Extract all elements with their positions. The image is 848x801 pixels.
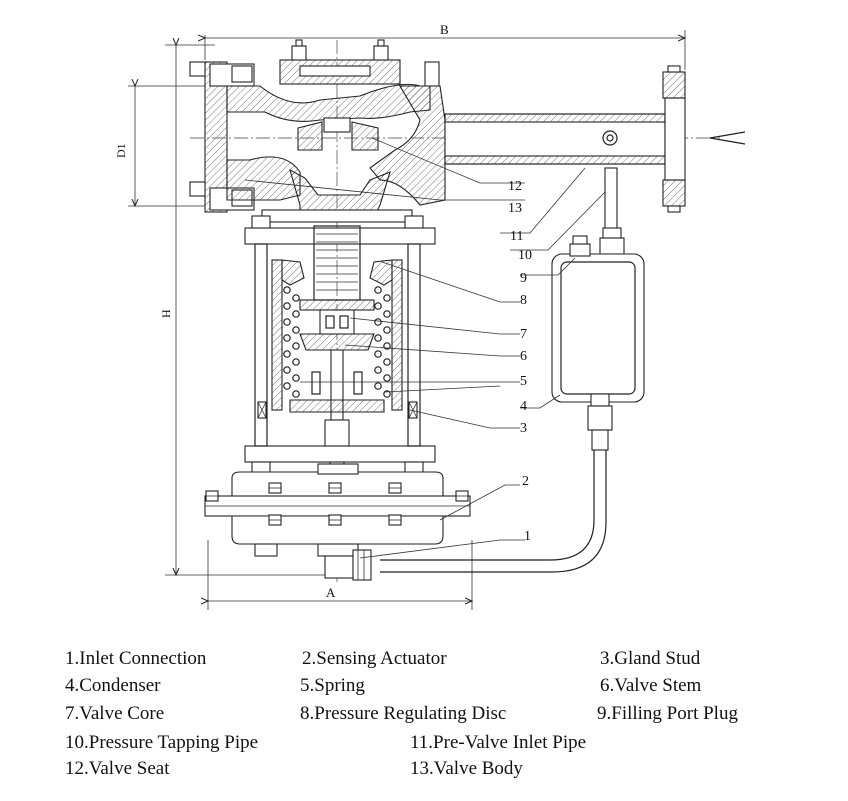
callout-9: 9 <box>520 271 527 286</box>
spring-coil-section <box>292 390 300 398</box>
actuator-bolt <box>455 490 469 502</box>
spring-coils <box>283 286 391 398</box>
actuator-bolt <box>328 514 342 526</box>
spring-coil-section <box>283 334 291 342</box>
spring-housing <box>244 215 436 475</box>
actuator-bolt <box>388 482 402 494</box>
pressure-tapping-pipe <box>599 167 625 255</box>
pre-valve-inlet-pipe <box>444 65 746 213</box>
spring-coil-section <box>374 334 382 342</box>
spring-coil-section <box>383 358 391 366</box>
valve-body <box>189 39 446 223</box>
legend-item-11: 11.Pre-Valve Inlet Pipe <box>410 732 587 753</box>
spring-coil-section <box>374 286 382 294</box>
dimension-a: A <box>208 540 472 610</box>
actuator-bolt <box>205 490 219 502</box>
sensing-line <box>380 450 595 561</box>
dimension-a-label: A <box>326 585 336 600</box>
leader-lines <box>244 137 606 559</box>
dimension-b: B <box>205 22 685 70</box>
dimension-d1-label: D1 <box>114 143 128 158</box>
callout-4: 4 <box>520 399 527 414</box>
legend-item-6: 6.Valve Stem <box>600 675 702 696</box>
legend-item-13: 13.Valve Body <box>410 758 523 779</box>
legend-item-7: 7.Valve Core <box>65 703 165 724</box>
callout-1: 1 <box>524 529 531 544</box>
dimension-d1: D1 <box>114 86 205 206</box>
dimension-b-label: B <box>440 22 449 37</box>
spring-coil-section <box>374 366 382 374</box>
dimension-h-label: H <box>159 309 173 318</box>
spring-coil-section <box>283 302 291 310</box>
bellows-folds <box>316 233 358 291</box>
spring-coil-section <box>383 390 391 398</box>
spring-coil-section <box>283 286 291 294</box>
legend-item-2: 2.Sensing Actuator <box>302 648 447 669</box>
callout-10: 10 <box>518 248 532 263</box>
callouts: 12 13 11 10 9 8 7 6 5 4 3 2 1 <box>508 179 532 544</box>
condenser <box>551 235 645 451</box>
spring-coil-section <box>292 374 300 382</box>
spring-coil-section <box>374 350 382 358</box>
callout-5: 5 <box>520 374 527 389</box>
spring-coil-section <box>383 342 391 350</box>
legend-item-5: 5.Spring <box>300 675 365 696</box>
spring-coil-section <box>383 310 391 318</box>
callout-2: 2 <box>522 474 529 489</box>
spring-coil-section <box>292 358 300 366</box>
callout-7: 7 <box>520 327 527 342</box>
actuator-bolt <box>328 482 342 494</box>
legend-item-4: 4.Condenser <box>65 675 161 696</box>
callout-13: 13 <box>508 201 522 216</box>
spring-coil-section <box>283 350 291 358</box>
sensing-actuator <box>204 463 471 557</box>
callout-3: 3 <box>520 421 527 436</box>
callout-12: 12 <box>508 179 522 194</box>
valve-cross-section-drawing: B D1 H A <box>114 22 746 610</box>
callout-6: 6 <box>520 349 527 364</box>
legend-item-8: 8.Pressure Regulating Disc <box>300 703 507 724</box>
dimension-h: H <box>159 45 330 575</box>
spring-coil-section <box>383 374 391 382</box>
spring-coil-section <box>292 294 300 302</box>
spring-coil-section <box>283 318 291 326</box>
spring-coil-section <box>374 302 382 310</box>
spring-coil-section <box>374 318 382 326</box>
spring-coil-section <box>292 310 300 318</box>
spring-coil-section <box>292 342 300 350</box>
legend-item-9: 9.Filling Port Plug <box>597 703 738 724</box>
spring-coil-section <box>383 294 391 302</box>
spring-coil-section <box>283 382 291 390</box>
legend-item-12: 12.Valve Seat <box>65 758 170 779</box>
spring-coil-section <box>283 366 291 374</box>
actuator-bolt <box>268 482 282 494</box>
legend-item-3: 3.Gland Stud <box>600 648 701 669</box>
spring-coil-section <box>374 382 382 390</box>
spring-coil-section <box>292 326 300 334</box>
actuator-bolt <box>388 514 402 526</box>
parts-legend: 1.Inlet Connection 2.Sensing Actuator 3.… <box>0 640 848 790</box>
callout-11: 11 <box>510 229 523 244</box>
actuator-bolt <box>268 514 282 526</box>
spring-coil-section <box>383 326 391 334</box>
legend-item-1: 1.Inlet Connection <box>65 648 207 669</box>
callout-8: 8 <box>520 293 527 308</box>
actuator-bolts <box>205 482 469 526</box>
legend-item-10: 10.Pressure Tapping Pipe <box>65 732 259 753</box>
